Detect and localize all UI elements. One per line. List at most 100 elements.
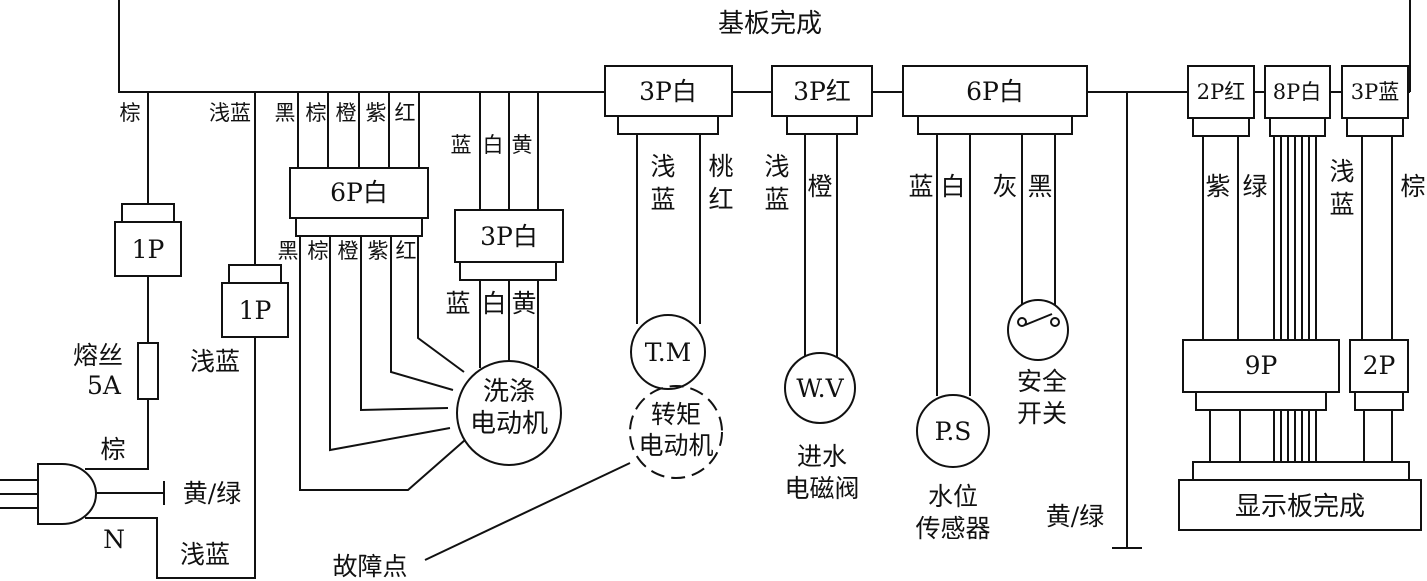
connector-3p-white: [604, 65, 733, 117]
connector-6p-white: [902, 65, 1088, 117]
fault-leader-line: [424, 462, 631, 561]
wire-label: 黄: [512, 133, 533, 157]
torque-motor-symbol: [630, 314, 706, 390]
wire-label: 橙: [336, 101, 357, 125]
connector-1p-a: [114, 221, 182, 277]
wire-label: 紫: [366, 101, 387, 125]
board-title: 基板完成: [718, 9, 822, 39]
connector-3p-white-lower: [617, 115, 719, 135]
wire-label: 白: [481, 289, 506, 318]
wire-label: 棕: [1400, 172, 1425, 201]
connector-6p-wash: [289, 167, 429, 219]
wire-label: 棕: [306, 101, 327, 125]
wire-label: 浅: [650, 152, 675, 181]
safety-switch-symbol: [1007, 299, 1069, 361]
board-outline-left: [118, 0, 605, 93]
wire-label: 蓝: [1329, 190, 1354, 219]
wire-label-lightblue-top: 浅蓝: [209, 101, 251, 125]
water-valve-section: 3P红 浅 蓝 橙 W.V 进水 电磁阀: [764, 65, 873, 503]
wire-label: 黑: [1027, 172, 1052, 201]
wire-label: 红: [395, 101, 416, 125]
connector-1p-a-cap: [121, 203, 175, 223]
connector-1p-b: [221, 282, 289, 338]
safety-switch-label: 安全: [1017, 367, 1067, 396]
connector-3p-red-lower: [786, 115, 858, 135]
connector-2p-red-lower: [1192, 117, 1250, 137]
connector-3p-blue: [1341, 65, 1409, 119]
wire-label: 灰: [992, 172, 1017, 201]
main-board: 基板完成: [118, 0, 1411, 93]
wire-label: 绿: [1242, 172, 1267, 201]
wire-label-lightblue: 浅蓝: [190, 347, 240, 376]
plug-icon: [37, 463, 97, 525]
connector-6p-wash-label: 6P白: [330, 178, 388, 207]
fuse-symbol: [137, 342, 159, 400]
wire-brown: [85, 399, 149, 470]
water-valve-label: 电磁阀: [784, 474, 859, 503]
connector-8p-white-lower: [1269, 117, 1326, 137]
connector-6p-white-label: 6P白: [966, 77, 1024, 106]
connector-2p-label: 2P: [1363, 351, 1396, 380]
aux-3p-section: 蓝 白 黄 3P白 蓝 白 黄: [445, 92, 564, 368]
wire-label: 蓝: [764, 185, 789, 214]
connector-1p-b-cap: [228, 264, 282, 284]
sensor-switch-section: 6P白 蓝 白 P.S 水位 传感器 灰 黑 安全 开关: [902, 65, 1088, 543]
connector-3p-red-label: 3P红: [793, 77, 851, 106]
switch-contact-icon: [1050, 317, 1060, 327]
connector-6p-wash-lower: [295, 217, 423, 237]
wire-label: 紫: [368, 239, 389, 263]
connector-3p-blue-label: 3P蓝: [1351, 80, 1400, 104]
wash-motor-section: 黑 棕 橙 紫 红 6P白 黑 棕 橙 紫 红 洗涤 电动机: [275, 92, 562, 491]
pressure-sensor-symbol: [916, 394, 990, 468]
torque-motor-section: 3P白 浅 蓝 桃 红 T.M 转矩 电动机 故障点: [332, 65, 734, 581]
torque-motor-label: 电动机: [638, 431, 713, 460]
fuse-rating: 5A: [87, 371, 122, 400]
wash-motor-label: 洗涤: [483, 377, 535, 407]
fuse-label: 熔丝: [73, 341, 123, 370]
wire-label-ground: 黄/绿: [183, 479, 241, 508]
display-board: [1178, 479, 1422, 531]
water-valve-symbol: [784, 352, 856, 424]
wire-label: 桃: [708, 152, 733, 181]
connector-9p-label: 9P: [1245, 351, 1278, 380]
connector-9p: [1182, 339, 1340, 393]
connector-3p-aux-lower: [459, 261, 557, 281]
wire: [360, 236, 449, 412]
wire-label: 蓝: [908, 172, 933, 201]
torque-motor-label: 转矩: [651, 400, 701, 429]
connector-3p-white-label: 3P白: [639, 77, 697, 106]
water-valve-abbr: W.V: [796, 374, 844, 403]
wire-label: 紫: [1205, 172, 1230, 201]
wire-label-brown-bottom: 棕: [100, 435, 125, 464]
display-section: 2P红 8P白 3P蓝 紫 绿 浅 蓝 棕 9P 2P: [1178, 65, 1426, 531]
wire-label: 棕: [308, 239, 329, 263]
pressure-sensor-abbr: P.S: [935, 417, 972, 446]
torque-motor-housing: [629, 385, 723, 479]
wire-label: 红: [396, 239, 417, 263]
wire-label: 橙: [807, 172, 832, 201]
safety-switch-label: 开关: [1017, 399, 1067, 428]
wire: [329, 236, 451, 452]
water-valve-label: 进水: [797, 442, 847, 471]
switch-blade-icon: [1024, 313, 1053, 326]
wire-lightblue: [85, 337, 256, 579]
wash-motor-label: 电动机: [470, 409, 548, 439]
ground-right: 黄/绿: [1046, 92, 1142, 549]
connector-2p-lower: [1354, 391, 1404, 411]
wire-label: 蓝: [650, 185, 675, 214]
wire: [417, 236, 465, 373]
connector-8p-white-label: 8P白: [1273, 80, 1322, 104]
wire-label: 黄: [511, 289, 536, 318]
wire-label-ground-right: 黄/绿: [1046, 502, 1104, 531]
wire-label: 浅: [764, 152, 789, 181]
switch-contact-icon: [1017, 317, 1027, 327]
torque-motor-abbr: T.M: [645, 338, 692, 367]
wire-label: 黑: [278, 239, 299, 263]
wire-label: 蓝: [451, 133, 472, 157]
connector-2p: [1349, 339, 1409, 393]
wire-label: 白: [483, 133, 504, 157]
connector-1p-b-label: 1P: [239, 296, 272, 325]
display-board-label: 显示板完成: [1235, 492, 1365, 522]
